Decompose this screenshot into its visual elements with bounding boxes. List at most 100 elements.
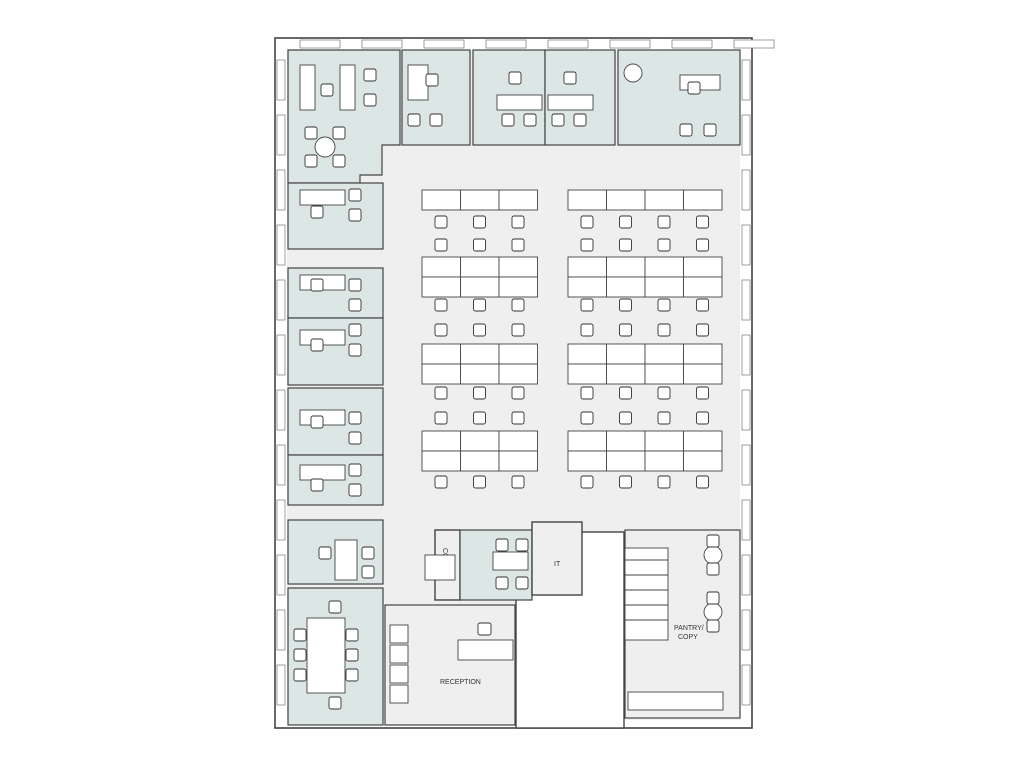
chair-icon (687, 81, 701, 95)
chair-icon (310, 478, 324, 492)
chair-icon (619, 323, 632, 337)
desk (389, 684, 409, 704)
pantry-tables (703, 545, 723, 622)
window (276, 114, 286, 156)
chair-icon (328, 600, 342, 614)
reception-desk (457, 639, 514, 661)
chair-icon (580, 215, 594, 229)
chair-icon (293, 648, 307, 662)
chair-icon (495, 538, 509, 552)
window (741, 279, 751, 321)
chair-icon (657, 298, 671, 312)
storage-shelves (624, 547, 669, 641)
chair-icon (619, 411, 632, 425)
chair-icon (348, 323, 362, 337)
desk (421, 276, 461, 298)
chair-icon (473, 323, 486, 337)
desk (498, 343, 538, 365)
desk (460, 256, 500, 278)
window (299, 39, 341, 49)
chair-icon (696, 298, 709, 312)
desk (498, 450, 538, 472)
chair-icon (696, 386, 709, 400)
window (609, 39, 651, 49)
furniture (293, 63, 723, 710)
pantry-label-line2: COPY (678, 634, 698, 641)
desk (496, 94, 543, 111)
chair-icon (310, 205, 324, 219)
desk (683, 256, 723, 278)
window (485, 39, 527, 49)
pantry-counter (627, 691, 724, 711)
chair-icon (696, 323, 709, 337)
window (741, 114, 751, 156)
window (733, 39, 775, 49)
window (741, 609, 751, 651)
windows (276, 39, 775, 706)
desk (498, 276, 538, 298)
chair-icon (511, 323, 525, 337)
reception-chair (477, 622, 492, 636)
desk (644, 343, 684, 365)
desk (299, 464, 346, 481)
window (276, 664, 286, 706)
desk (567, 363, 607, 385)
window (276, 499, 286, 541)
desk (306, 617, 346, 694)
it-room (531, 521, 583, 596)
chair-icon (348, 188, 362, 202)
desk (567, 256, 607, 278)
desk (498, 363, 538, 385)
pantry-label-line1: PANTRY/ (674, 625, 704, 632)
chair-icon (580, 475, 594, 489)
window (741, 59, 751, 101)
desk (498, 256, 538, 278)
window (741, 499, 751, 541)
window (276, 609, 286, 651)
desk (683, 430, 723, 452)
chair-icon (580, 323, 594, 337)
chair-icon (310, 278, 324, 292)
desk (644, 276, 684, 298)
chair-icon (425, 73, 439, 87)
chair-icon (429, 113, 443, 127)
chair-icon (657, 323, 671, 337)
window (276, 169, 286, 211)
window (361, 39, 403, 49)
chair-icon (619, 475, 632, 489)
chair-icon (345, 628, 359, 642)
chair-icon (348, 208, 362, 222)
desk (498, 430, 538, 452)
window (276, 554, 286, 596)
round-table (703, 602, 723, 622)
chair-icon (657, 386, 671, 400)
window (276, 59, 286, 101)
desk (683, 363, 723, 385)
desk (644, 256, 684, 278)
it-label: IT (554, 561, 561, 568)
chair-icon (434, 215, 448, 229)
chair-icon (332, 126, 346, 140)
chair-icon (473, 298, 486, 312)
desk (567, 189, 607, 211)
chair-icon (304, 154, 318, 168)
desk (460, 189, 500, 211)
chair-icon (320, 83, 334, 97)
chair-icon (434, 411, 448, 425)
desk (683, 450, 723, 472)
desk (389, 644, 409, 664)
desk (334, 539, 358, 581)
chair-icon (703, 123, 717, 137)
desk (547, 94, 594, 111)
chair-icon (434, 386, 448, 400)
desk (498, 189, 538, 211)
chair-icon (657, 411, 671, 425)
chair-icon (293, 628, 307, 642)
chair-icon (511, 411, 525, 425)
chair-icon (348, 343, 362, 357)
chair-icon (348, 298, 362, 312)
desk (644, 363, 684, 385)
window (741, 664, 751, 706)
chair-icon (508, 71, 522, 85)
